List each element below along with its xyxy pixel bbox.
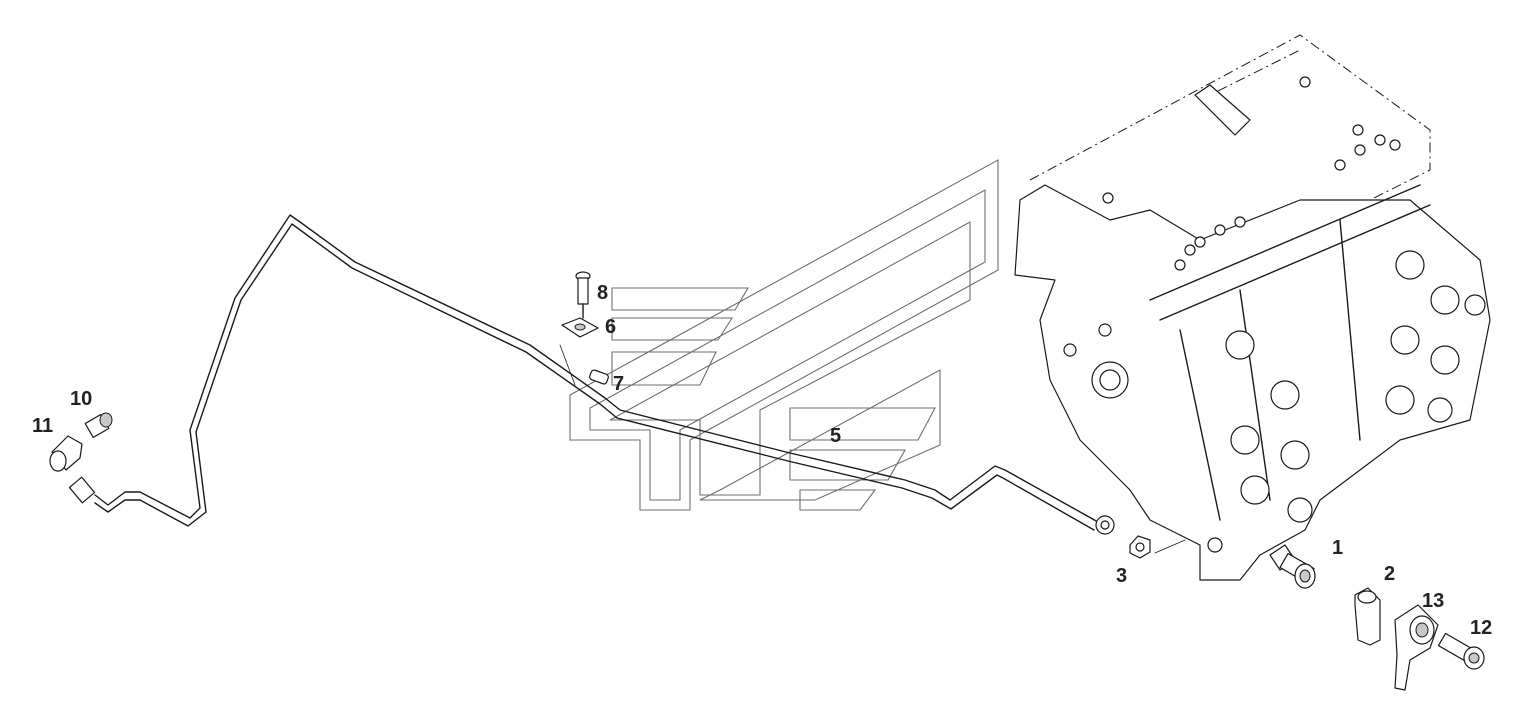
fitting-1 <box>1269 544 1316 589</box>
watermark-logo <box>569 159 999 511</box>
tube-line <box>94 214 1115 535</box>
cap-13 <box>1394 604 1439 691</box>
fitting-12 <box>1437 632 1485 670</box>
callout-3: 3 <box>1116 565 1127 587</box>
control-valve-assembly <box>1014 34 1491 581</box>
spacer-7 <box>589 369 609 385</box>
leader-lines <box>559 344 1186 554</box>
callout-8: 8 <box>597 282 608 304</box>
seal-clip-2 <box>1354 587 1381 646</box>
callout-11: 11 <box>32 415 53 437</box>
callout-5: 5 <box>830 425 841 447</box>
fitting-adapter-10 <box>84 412 113 439</box>
fitting-elbow-11 <box>49 435 96 504</box>
callout-1: 1 <box>1332 537 1343 559</box>
callout-13: 13 <box>1422 590 1444 612</box>
callout-6: 6 <box>605 316 616 338</box>
callout-12: 12 <box>1470 617 1492 639</box>
clamp-plate-6 <box>561 317 599 338</box>
callout-10: 10 <box>70 388 92 410</box>
bolt-8 <box>575 271 591 319</box>
washer-3 <box>1129 535 1151 559</box>
callout-labels: 1 2 3 5 6 7 8 10 11 12 13 <box>32 282 1492 639</box>
callout-2: 2 <box>1384 563 1395 585</box>
callout-7: 7 <box>613 373 624 395</box>
